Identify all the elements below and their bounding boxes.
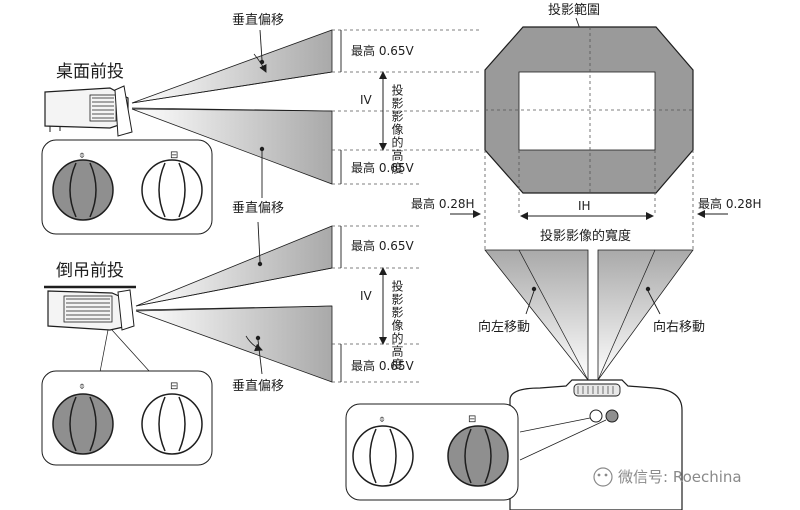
vertical-shift-label-2: 垂直偏移 <box>232 201 284 216</box>
max-h-left-label: 最高 0.28H <box>411 196 475 211</box>
projection-range-title: 投影範圍 <box>548 2 600 18</box>
image-height-label-1: 投影影像的高度 <box>390 83 404 175</box>
ceiling-beam-top <box>135 225 333 307</box>
top-horizontal-knob <box>447 425 509 487</box>
ceiling-knob-panel: ⌽ ⊟ <box>41 370 213 466</box>
svg-text:⊟: ⊟ <box>170 381 178 392</box>
shift-right-label: 向右移動 <box>653 319 705 335</box>
image-width-label: 投影影像的寬度 <box>540 228 631 244</box>
front-vertical-knob <box>52 159 114 221</box>
watermark-text: 微信号: Roechina <box>618 468 742 486</box>
wechat-icon <box>593 467 613 487</box>
front-beam-bottom <box>131 108 333 185</box>
ih-label: IH <box>578 199 591 213</box>
front-measurements <box>332 29 482 185</box>
front-beam-top <box>131 29 333 104</box>
projected-image <box>518 71 656 151</box>
top-knob-panel: ⌽ ⊟ <box>345 403 519 501</box>
svg-text:⊟: ⊟ <box>468 414 476 425</box>
front-projection-title: 桌面前投 <box>56 62 124 82</box>
max-v-label-4: 最高 0.65V <box>351 358 415 373</box>
top-vertical-knob <box>352 425 414 487</box>
max-v-label-3: 最高 0.65V <box>351 238 415 253</box>
vertical-shift-label-3: 垂直偏移 <box>232 379 284 394</box>
ceiling-projector <box>47 289 151 373</box>
top-view-projector <box>509 379 683 510</box>
svg-text:⌽: ⌽ <box>79 150 85 161</box>
svg-text:⊟: ⊟ <box>170 150 178 161</box>
svg-text:⌽: ⌽ <box>379 414 385 425</box>
front-projector <box>44 85 133 137</box>
beam-right <box>597 249 694 382</box>
watermark: 微信号: Roechina <box>593 467 742 487</box>
max-v-label-1: 最高 0.65V <box>351 43 415 58</box>
max-v-label-2: 最高 0.65V <box>351 160 415 175</box>
ceiling-vertical-knob <box>52 393 114 455</box>
ceiling-horizontal-knob <box>141 393 203 455</box>
image-height-label-2: 投影影像的高度 <box>390 279 404 371</box>
vertical-shift-label-1: 垂直偏移 <box>232 13 284 28</box>
shift-left-label: 向左移動 <box>478 319 530 335</box>
ceiling-projection-title: 倒吊前投 <box>56 261 124 281</box>
max-h-right-label: 最高 0.28H <box>698 196 762 211</box>
ceiling-measurements <box>332 225 420 383</box>
svg-text:⌽: ⌽ <box>79 381 85 392</box>
beam-left <box>484 249 589 382</box>
front-horizontal-knob <box>141 159 203 221</box>
front-knob-panel: ⌽ ⊟ <box>41 139 213 235</box>
iv-label-1: IV <box>360 93 373 107</box>
iv-label-2: IV <box>360 289 373 303</box>
